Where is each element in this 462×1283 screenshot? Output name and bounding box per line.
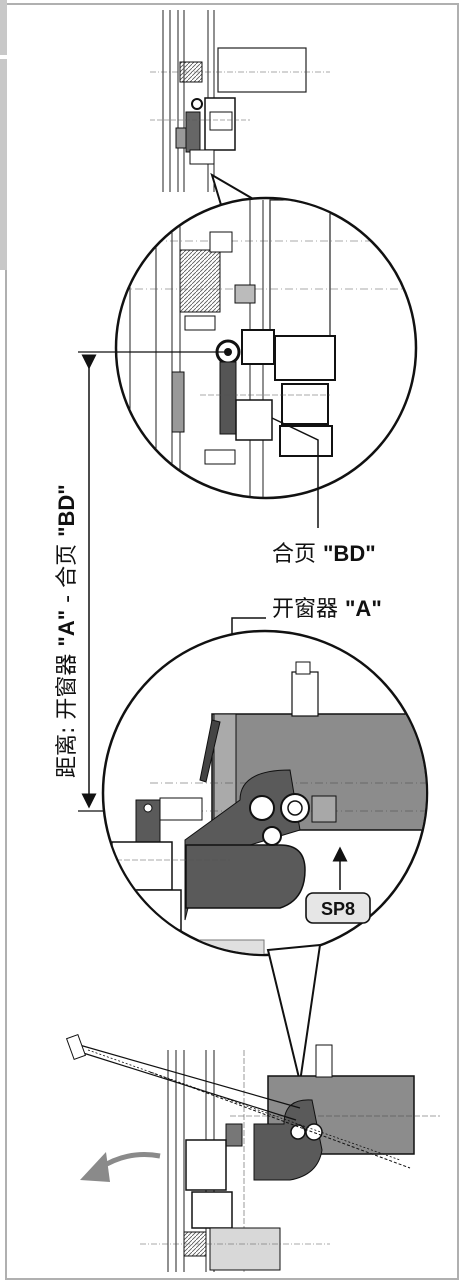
hinge-label: 合页 "BD" (272, 541, 376, 567)
outer-frame (5, 3, 459, 1280)
side-tab (0, 0, 7, 270)
opener-label-code: "A" (345, 596, 382, 621)
bottom-assembly (65, 1033, 440, 1272)
opener-label-cn: 开窗器 (272, 597, 345, 622)
distance-a: "A" (54, 610, 79, 647)
opener-label: 开窗器 "A" (272, 596, 382, 622)
hinge-leader (271, 417, 319, 528)
curved-arrow-icon (80, 1152, 161, 1182)
sp8-badge-label: SP8 (321, 899, 355, 919)
distance-prefix: 距离: 开窗器 (55, 647, 80, 778)
hinge-detail-circle (114, 196, 418, 500)
opener-detail-circle (101, 629, 429, 957)
sp8-badge-box (305, 892, 371, 924)
hinge-label-cn: 合页 (272, 542, 323, 567)
distance-mid: - 合页 (55, 537, 80, 610)
distance-bd: "BD" (54, 484, 79, 537)
top-assembly (150, 10, 330, 192)
hinge-label-code: "BD" (323, 541, 376, 566)
distance-label: 距离: 开窗器 "A" - 合页 "BD" (54, 484, 80, 778)
bottom-callout-tail (266, 943, 322, 1083)
side-tab-divider (0, 55, 7, 59)
